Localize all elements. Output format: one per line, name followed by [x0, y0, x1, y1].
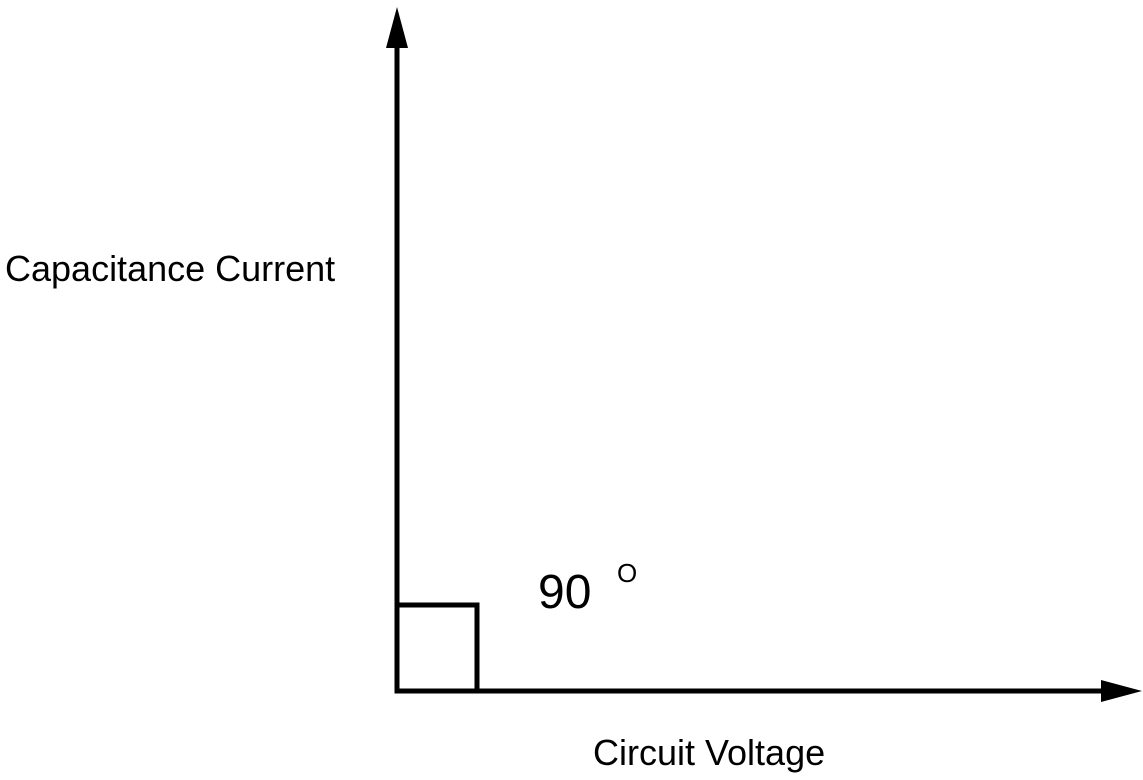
capacitance-current-label: Capacitance Current	[5, 248, 336, 289]
degree-symbol-label: O	[617, 558, 638, 588]
circuit-voltage-label: Circuit Voltage	[593, 732, 826, 773]
right-angle-marker	[397, 602, 480, 691]
horizontal-arrowhead-icon	[1101, 680, 1142, 702]
angle-value-label: 90	[538, 566, 592, 619]
vertical-arrowhead-icon	[386, 7, 408, 48]
